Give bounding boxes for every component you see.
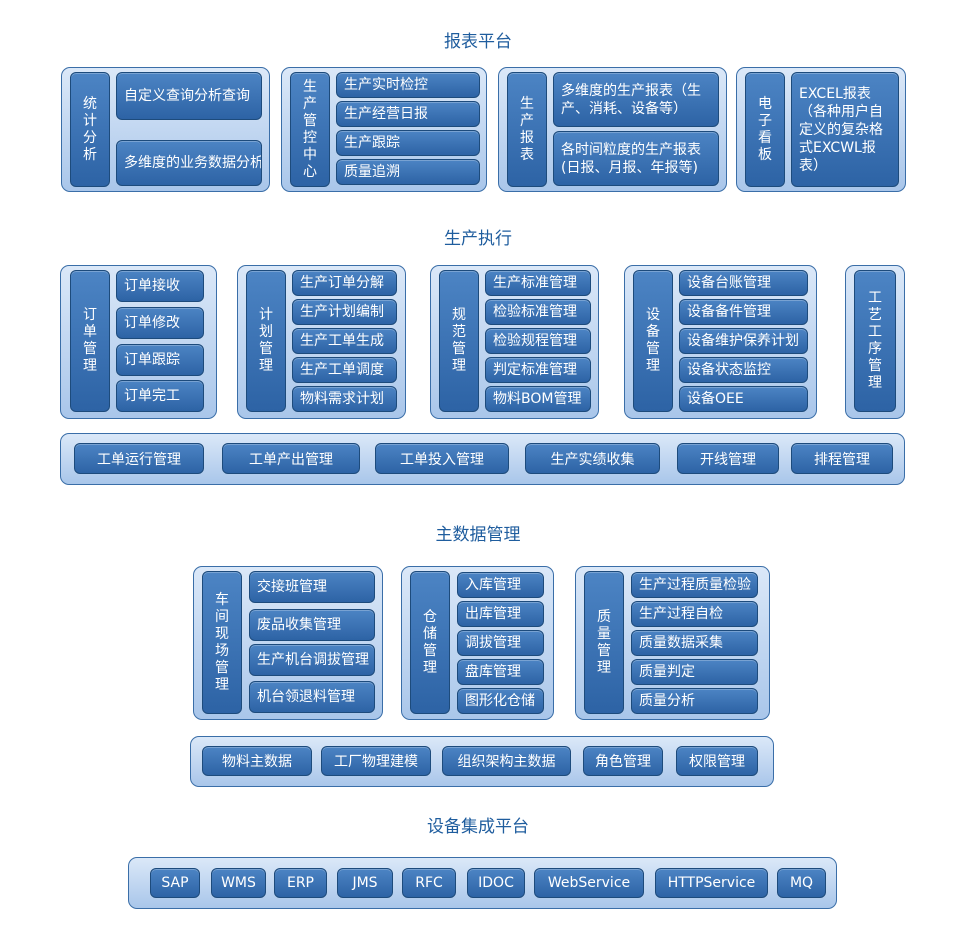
item-inspection-procedure[interactable]: 检验规程管理 (485, 328, 591, 354)
section-title-integration: 设备集成平台 (427, 817, 529, 837)
tag-workorder-input[interactable]: 工单投入管理 (375, 443, 509, 474)
tag-wms[interactable]: WMS (211, 868, 266, 898)
item-material-bom[interactable]: 物料BOM管理 (485, 386, 591, 412)
section-title-execution: 生产执行 (444, 229, 512, 249)
item-order-modify[interactable]: 订单修改 (116, 307, 204, 339)
item-graphic-warehouse[interactable]: 图形化仓储 (457, 688, 544, 714)
item-realtime-monitor[interactable]: 生产实时检控 (336, 72, 480, 98)
item-judgement-standard[interactable]: 判定标准管理 (485, 357, 591, 383)
item-process-self-check[interactable]: 生产过程自检 (631, 601, 758, 627)
tag-sap[interactable]: SAP (150, 868, 200, 898)
item-quality-trace[interactable]: 质量追溯 (336, 159, 480, 185)
tag-idoc[interactable]: IDOC (467, 868, 525, 898)
item-quality-data-collection[interactable]: 质量数据采集 (631, 630, 758, 656)
group-label-workshop-management: 车间现场管理 (202, 571, 242, 714)
tag-performance-collect[interactable]: 生产实绩收集 (525, 443, 660, 474)
tag-scheduling[interactable]: 排程管理 (791, 443, 893, 474)
group-label-statistics: 统计分析 (70, 72, 110, 187)
item-inbound[interactable]: 入库管理 (457, 572, 544, 598)
group-label-process-management[interactable]: 工艺工序管理 (854, 270, 896, 412)
item-inspection-standard[interactable]: 检验标准管理 (485, 299, 591, 325)
item-quality-analysis[interactable]: 质量分析 (631, 688, 758, 714)
item-outbound[interactable]: 出库管理 (457, 601, 544, 627)
item-production-standard[interactable]: 生产标准管理 (485, 270, 591, 296)
item-production-tracking[interactable]: 生产跟踪 (336, 130, 480, 156)
item-workorder-generate[interactable]: 生产工单生成 (292, 328, 397, 354)
group-label-production-reports: 生产报表 (507, 72, 547, 187)
item-stocktake[interactable]: 盘库管理 (457, 659, 544, 685)
item-workorder-dispatch[interactable]: 生产工单调度 (292, 357, 397, 383)
section-title-reports: 报表平台 (444, 32, 512, 52)
item-equipment-maintenance[interactable]: 设备维护保养计划 (679, 328, 808, 354)
group-label-electronic-board: 电子看板 (745, 72, 785, 187)
item-process-quality-inspection[interactable]: 生产过程质量检验 (631, 572, 758, 598)
item-equipment-spares[interactable]: 设备备件管理 (679, 299, 808, 325)
item-daily-report[interactable]: 生产经营日报 (336, 101, 480, 127)
item-equipment-status[interactable]: 设备状态监控 (679, 357, 808, 383)
tag-jms[interactable]: JMS (337, 868, 393, 898)
group-label-standard-management: 规范管理 (439, 270, 479, 412)
item-order-complete[interactable]: 订单完工 (116, 380, 204, 412)
tag-material-master[interactable]: 物料主数据 (202, 746, 312, 776)
section-title-master-data: 主数据管理 (435, 525, 521, 545)
group-label-equipment-management: 设备管理 (633, 270, 673, 412)
item-machine-material[interactable]: 机台领退料管理 (249, 681, 375, 713)
tag-factory-modeling[interactable]: 工厂物理建模 (321, 746, 431, 776)
item-order-tracking[interactable]: 订单跟踪 (116, 344, 204, 376)
item-multi-dim-analysis[interactable]: 多维度的业务数据分析 (116, 140, 262, 186)
item-plan-compile[interactable]: 生产计划编制 (292, 299, 397, 325)
tag-webservice[interactable]: WebService (534, 868, 644, 898)
tag-rfc[interactable]: RFC (402, 868, 456, 898)
item-order-decompose[interactable]: 生产订单分解 (292, 270, 397, 296)
group-label-quality-management: 质量管理 (584, 571, 624, 714)
item-custom-query[interactable]: 自定义查询分析查询 (116, 72, 262, 120)
tag-httpservice[interactable]: HTTPService (655, 868, 768, 898)
tag-erp[interactable]: ERP (274, 868, 327, 898)
item-multi-dim-report[interactable]: 多维度的生产报表（生产、消耗、设备等） (553, 72, 719, 127)
group-label-order-management: 订单管理 (70, 270, 110, 412)
item-transfer[interactable]: 调拔管理 (457, 630, 544, 656)
item-equipment-oee[interactable]: 设备OEE (679, 386, 808, 412)
item-scrap-collection[interactable]: 废品收集管理 (249, 609, 375, 641)
item-quality-judgement[interactable]: 质量判定 (631, 659, 758, 685)
tag-workorder-output[interactable]: 工单产出管理 (222, 443, 360, 474)
item-order-receive[interactable]: 订单接收 (116, 270, 204, 302)
item-time-granularity-report[interactable]: 各时间粒度的生产报表(日报、月报、年报等) (553, 131, 719, 186)
group-label-plan-management: 计划管理 (246, 270, 286, 412)
item-equipment-ledger[interactable]: 设备台账管理 (679, 270, 808, 296)
item-shift-handover[interactable]: 交接班管理 (249, 571, 375, 603)
item-excel-report[interactable]: EXCEL报表（各种用户自定义的复杂格式EXCWL报表） (791, 72, 899, 187)
tag-permission-management[interactable]: 权限管理 (676, 746, 758, 776)
tag-workorder-run[interactable]: 工单运行管理 (74, 443, 204, 474)
group-label-production-control: 生产管控中心 (290, 72, 330, 187)
item-material-requirement[interactable]: 物料需求计划 (292, 386, 397, 412)
tag-role-management[interactable]: 角色管理 (583, 746, 663, 776)
tag-org-structure[interactable]: 组织架构主数据 (442, 746, 571, 776)
item-machine-transfer[interactable]: 生产机台调拔管理 (249, 644, 375, 676)
tag-line-open[interactable]: 开线管理 (677, 443, 779, 474)
group-label-warehouse-management: 仓储管理 (410, 571, 450, 714)
tag-mq[interactable]: MQ (777, 868, 826, 898)
